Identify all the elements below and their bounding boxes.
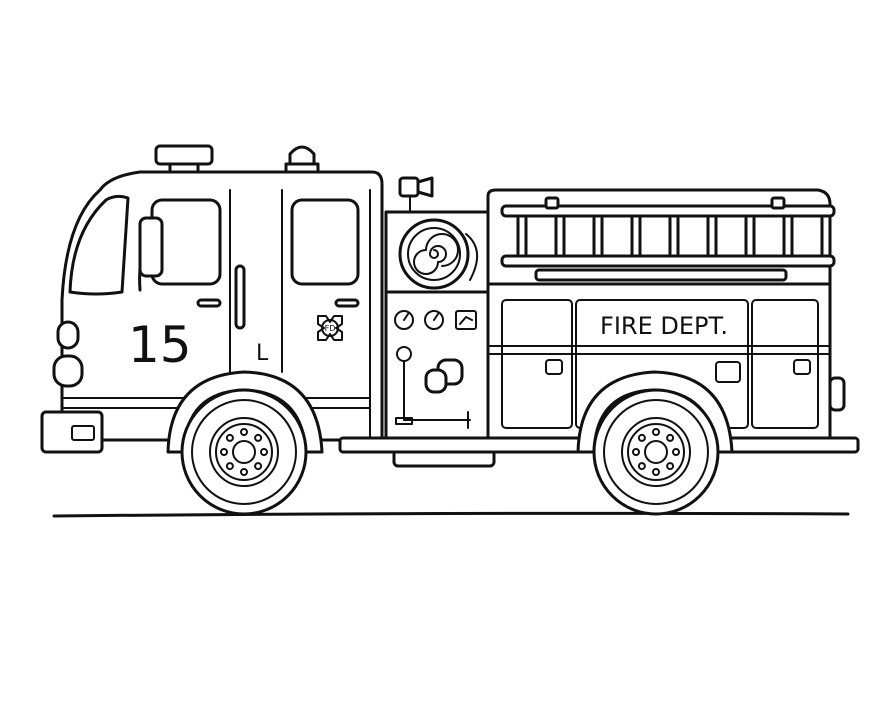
left-compartment-handle — [545, 359, 563, 375]
pump-panel — [384, 176, 496, 468]
roof-light-bar — [154, 144, 214, 166]
valve-lever — [403, 360, 471, 421]
center-compartment-handle — [715, 361, 741, 383]
ladder — [500, 196, 836, 282]
rear-door-window — [290, 198, 360, 286]
rear-door-handle — [334, 298, 360, 308]
ladder-rung — [744, 214, 756, 258]
compartment-left — [501, 299, 573, 429]
upper-front-lamp — [56, 320, 80, 350]
lower-front-lamp — [52, 354, 84, 388]
roof-light-base — [168, 162, 200, 174]
compartment-right — [751, 299, 819, 429]
gauge-2-icon — [424, 310, 444, 330]
ladder-rungs — [516, 214, 832, 258]
rear-light — [828, 376, 846, 412]
gauge-1-icon — [394, 310, 414, 330]
door-mark: L — [256, 341, 269, 366]
ladder-rail-top — [500, 204, 836, 218]
ladder-rung — [554, 214, 566, 258]
ladder-base-bar — [534, 268, 788, 282]
fire-dept-label: FIRE DEPT. — [600, 312, 728, 340]
gauge-3-icon — [455, 310, 477, 330]
ladder-rung — [630, 214, 642, 258]
grab-handle — [234, 264, 246, 330]
beacon-base — [284, 162, 320, 174]
ladder-rung — [706, 214, 718, 258]
fd-emblem-icon: FD — [317, 315, 343, 341]
bumper-plate — [71, 425, 95, 441]
ladder-rung — [592, 214, 604, 258]
ladder-rail-bottom — [500, 254, 836, 268]
ladder-bracket-left — [544, 196, 560, 210]
side-mirror — [138, 216, 164, 278]
front-wheel — [180, 388, 308, 516]
ladder-rung — [782, 214, 794, 258]
front-door-handle — [196, 298, 222, 308]
ladder-bracket-right — [770, 196, 786, 210]
windshield — [68, 194, 130, 296]
emblem-text: FD — [325, 324, 336, 333]
right-compartment-handle — [793, 359, 811, 375]
ladder-rung — [516, 214, 528, 258]
ladder-rung — [820, 214, 832, 258]
unit-number: 15 — [128, 316, 192, 374]
coiled-hose-icon — [398, 218, 478, 290]
rear-wheel — [592, 388, 720, 516]
nozzle-icon — [398, 176, 434, 213]
ladder-rung — [668, 214, 680, 258]
cab: 15 L FD — [40, 144, 384, 454]
ground-line — [52, 511, 850, 518]
pump-outlet-icon — [424, 358, 464, 394]
rear-wheel-arch — [576, 370, 734, 454]
